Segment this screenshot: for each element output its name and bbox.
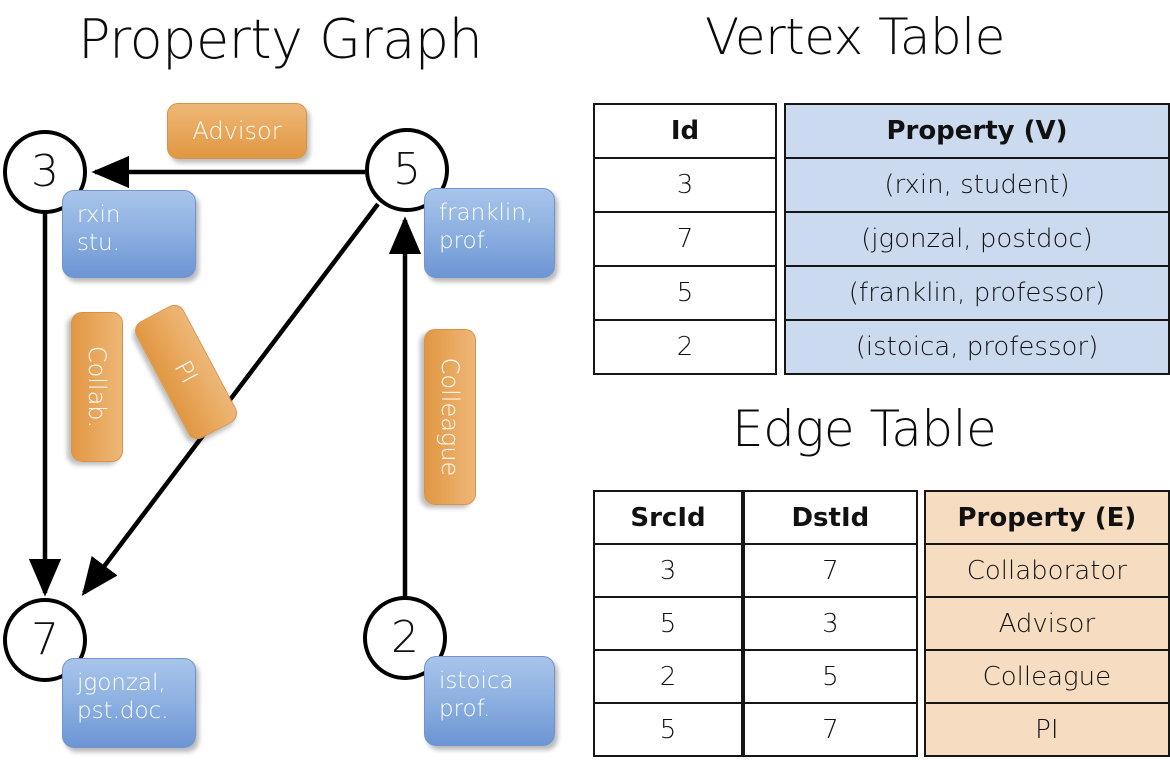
table-header-row: SrcId: [593, 490, 743, 545]
edge-cell-property: PI: [923, 702, 1170, 757]
vertex-table-property-column: Property (V) (rxin, student) (jgonzal, p…: [784, 103, 1170, 375]
edge-header-dstid: DstId: [742, 490, 918, 545]
vertex-cell-property: (jgonzal, postdoc): [784, 211, 1170, 267]
edge-cell-srcid: 5: [593, 596, 743, 651]
table-row: (franklin, professor): [784, 265, 1170, 321]
vertex-cell-property: (rxin, student): [784, 157, 1170, 213]
edge-label-colleague-text: Colleague: [436, 357, 464, 477]
edge-table-dstid-column: DstId 7 3 5 7: [742, 490, 918, 757]
table-row: 7: [742, 702, 918, 757]
edge-cell-property: Colleague: [923, 649, 1170, 704]
graph-node-3-label: 3: [31, 146, 59, 197]
table-row: 2: [593, 319, 777, 375]
table-row: (rxin, student): [784, 157, 1170, 213]
table-row: 5: [593, 596, 743, 651]
table-row: 2: [593, 649, 743, 704]
graph-node-7-property-box: jgonzal, pst.doc.: [62, 658, 196, 748]
table-row: 3: [742, 596, 918, 651]
edge-label-colleague: Colleague: [424, 329, 476, 505]
edge-cell-dstid: 3: [742, 596, 918, 651]
graph-node-5-prop-line2: prof.: [439, 228, 491, 255]
vertex-header-property: Property (V): [784, 103, 1170, 159]
graph-node-5-label: 5: [393, 144, 421, 195]
table-row: 3: [593, 543, 743, 598]
table-row: 5: [593, 702, 743, 757]
vertex-cell-id: 2: [593, 319, 777, 375]
edge-header-srcid: SrcId: [593, 490, 743, 545]
table-row: 5: [742, 649, 918, 704]
vertex-cell-id: 5: [593, 265, 777, 321]
graph-node-5-prop-line1: franklin,: [439, 200, 534, 226]
edge-cell-srcid: 5: [593, 702, 743, 757]
table-header-row: Property (V): [784, 103, 1170, 159]
vertex-header-id: Id: [593, 103, 777, 159]
vertex-table: Id 3 7 5 2 Property (V) (rxin, student): [593, 103, 1170, 375]
edge-table-title: Edge Table: [732, 400, 997, 458]
edge-table-property-column: Property (E) Collaborator Advisor Collea…: [923, 490, 1170, 757]
graph-node-3-property-box: rxin stu.: [62, 190, 196, 278]
edge-cell-property: Advisor: [923, 596, 1170, 651]
graph-node-2-label: 2: [391, 612, 419, 663]
table-row: (istoica, professor): [784, 319, 1170, 375]
table-row: (jgonzal, postdoc): [784, 211, 1170, 267]
graph-node-7-prop-line1: jgonzal,: [77, 670, 166, 696]
table-row: Advisor: [923, 596, 1170, 651]
property-graph-diagram: 3 rxin stu. 5 franklin, prof. 7 jgonzal,…: [0, 90, 585, 760]
table-header-row: Property (E): [923, 490, 1170, 545]
edge-table: SrcId 3 5 2 5 DstId 7 3: [593, 490, 1170, 757]
vertex-cell-property: (istoica, professor): [784, 319, 1170, 375]
edge-cell-srcid: 3: [593, 543, 743, 598]
graph-node-5[interactable]: 5: [365, 128, 449, 212]
edge-table-srcid-column: SrcId 3 5 2 5: [593, 490, 743, 757]
edge-label-advisor: Advisor: [167, 103, 307, 159]
edge-cell-dstid: 7: [742, 543, 918, 598]
table-header-row: DstId: [742, 490, 918, 545]
edge-cell-dstid: 5: [742, 649, 918, 704]
vertex-cell-id: 3: [593, 157, 777, 213]
graph-node-3[interactable]: 3: [3, 130, 87, 214]
graph-node-7-label: 7: [31, 614, 59, 665]
table-row: 5: [593, 265, 777, 321]
edge-label-collab-text: Collab.: [83, 345, 111, 429]
graph-node-5-property-box: franklin, prof.: [424, 188, 555, 278]
edge-label-advisor-text: Advisor: [192, 117, 282, 145]
edge-cell-srcid: 2: [593, 649, 743, 704]
graph-node-2-prop-line2: prof.: [439, 696, 491, 723]
edge-header-property: Property (E): [923, 490, 1170, 545]
edge-label-collab: Collab.: [71, 312, 123, 462]
table-header-row: Id: [593, 103, 777, 159]
table-row: 3: [593, 157, 777, 213]
edge-cell-property: Collaborator: [923, 543, 1170, 598]
vertex-cell-property: (franklin, professor): [784, 265, 1170, 321]
vertex-table-id-column: Id 3 7 5 2: [593, 103, 777, 375]
vertex-cell-id: 7: [593, 211, 777, 267]
vertex-table-title: Vertex Table: [705, 8, 1005, 66]
graph-node-3-prop-line1: rxin: [77, 202, 121, 228]
table-row: PI: [923, 702, 1170, 757]
edge-label-pi-text: PI: [168, 355, 204, 389]
graph-node-7-prop-line2: pst.doc.: [77, 698, 169, 725]
property-graph-title: Property Graph: [78, 8, 483, 71]
graph-node-2-prop-line1: istoica: [439, 668, 514, 694]
graph-node-3-prop-line2: stu.: [77, 230, 120, 257]
table-row: 7: [593, 211, 777, 267]
graph-node-2-property-box: istoica prof.: [424, 656, 555, 746]
edge-cell-dstid: 7: [742, 702, 918, 757]
table-row: Collaborator: [923, 543, 1170, 598]
table-row: 7: [742, 543, 918, 598]
table-row: Colleague: [923, 649, 1170, 704]
